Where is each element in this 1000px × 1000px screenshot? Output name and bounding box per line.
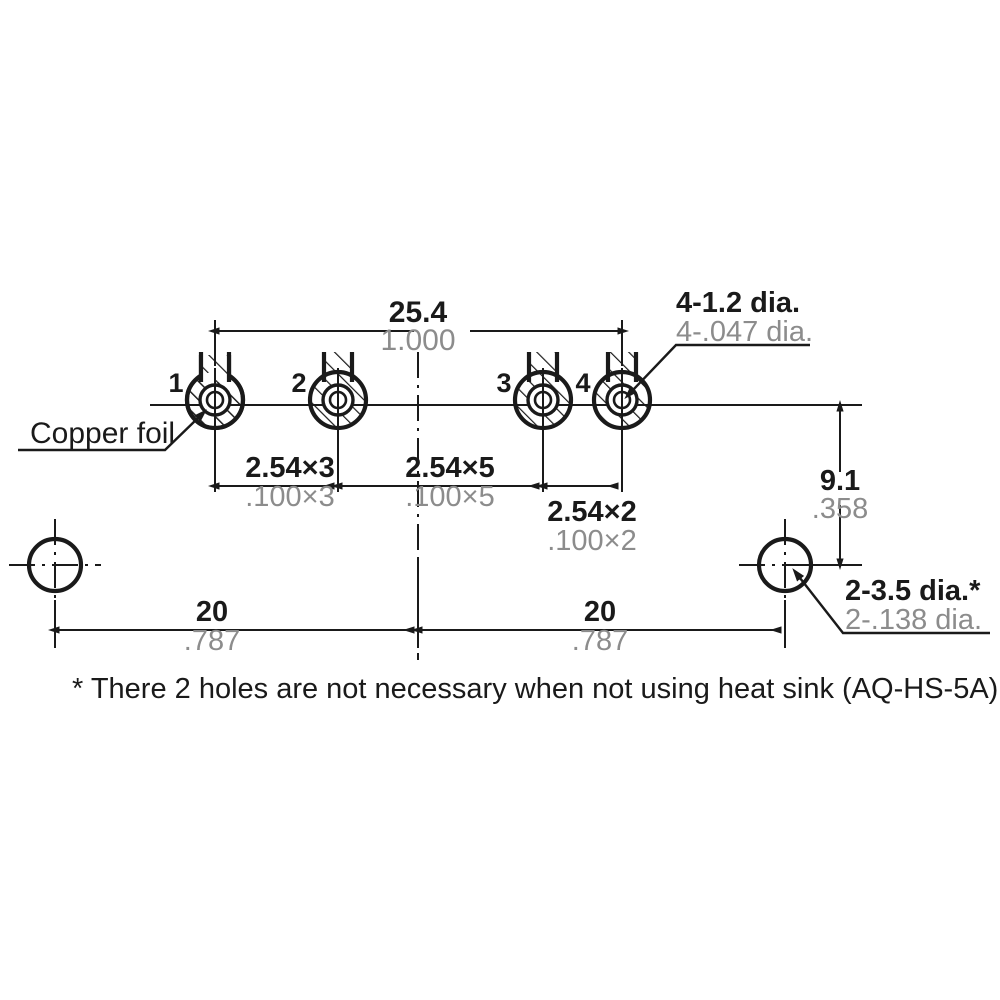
label-copper-foil: Copper foil	[18, 409, 207, 452]
callout-terminal-hole: 4-1.2 dia. 4-.047 dia.	[624, 287, 813, 400]
dimension-overall-span: 25.4 1.000	[208, 296, 629, 366]
dimension-pitch-2-3-metric: 2.54×5	[405, 452, 495, 484]
dimension-left-span-inch: .787	[184, 625, 240, 657]
dimension-overall-metric: 25.4	[389, 296, 448, 329]
dimension-pitch-3-4-inch: .100×2	[547, 525, 637, 557]
callout-terminal-metric: 4-1.2 dia.	[676, 287, 800, 319]
dimension-vertical-inch: .358	[812, 493, 868, 525]
dimension-pitch-3-4-metric: 2.54×2	[547, 496, 637, 528]
vertical-center-axis	[404, 352, 432, 660]
dimension-pitch-2-3-inch: .100×5	[405, 481, 495, 513]
pin-number-1: 1	[168, 368, 183, 398]
dimension-pitch-1-2-metric: 2.54×3	[245, 452, 335, 484]
callout-mounting-inch: 2-.138 dia.	[845, 604, 982, 636]
callout-terminal-inch: 4-.047 dia.	[676, 316, 813, 348]
dimension-pitch-1-2-inch: .100×3	[245, 481, 335, 513]
dimension-vertical-metric: 9.1	[820, 465, 860, 497]
dimension-overall-inch: 1.000	[380, 324, 455, 357]
callout-mounting-metric: 2-3.5 dia.*	[845, 575, 981, 607]
footnote: * There 2 holes are not necessary when n…	[72, 673, 998, 705]
dimension-mount-spans: 20 .787 20 .787	[48, 560, 786, 657]
dimension-pitch-2-3: 2.54×5 .100×5	[331, 452, 540, 513]
dimension-right-span-inch: .787	[572, 625, 628, 657]
dimension-left-span-metric: 20	[196, 596, 228, 628]
pin-number-4: 4	[575, 368, 590, 398]
dimension-right-span-metric: 20	[584, 596, 616, 628]
mounting-hole-left	[9, 519, 101, 611]
pin-number-2: 2	[291, 368, 306, 398]
callout-mounting-hole: 2-3.5 dia.* 2-.138 dia.	[792, 568, 990, 636]
dimension-pitch-1-2: 2.54×3 .100×3	[208, 452, 335, 513]
pin-number-3: 3	[496, 368, 511, 398]
terminal-pad-2: 2	[291, 352, 369, 440]
copper-foil-label-text: Copper foil	[30, 417, 175, 450]
dimension-pitch-3-4: 2.54×2 .100×2	[536, 482, 637, 557]
dimension-vertical-offset: 9.1 .358	[800, 400, 868, 570]
